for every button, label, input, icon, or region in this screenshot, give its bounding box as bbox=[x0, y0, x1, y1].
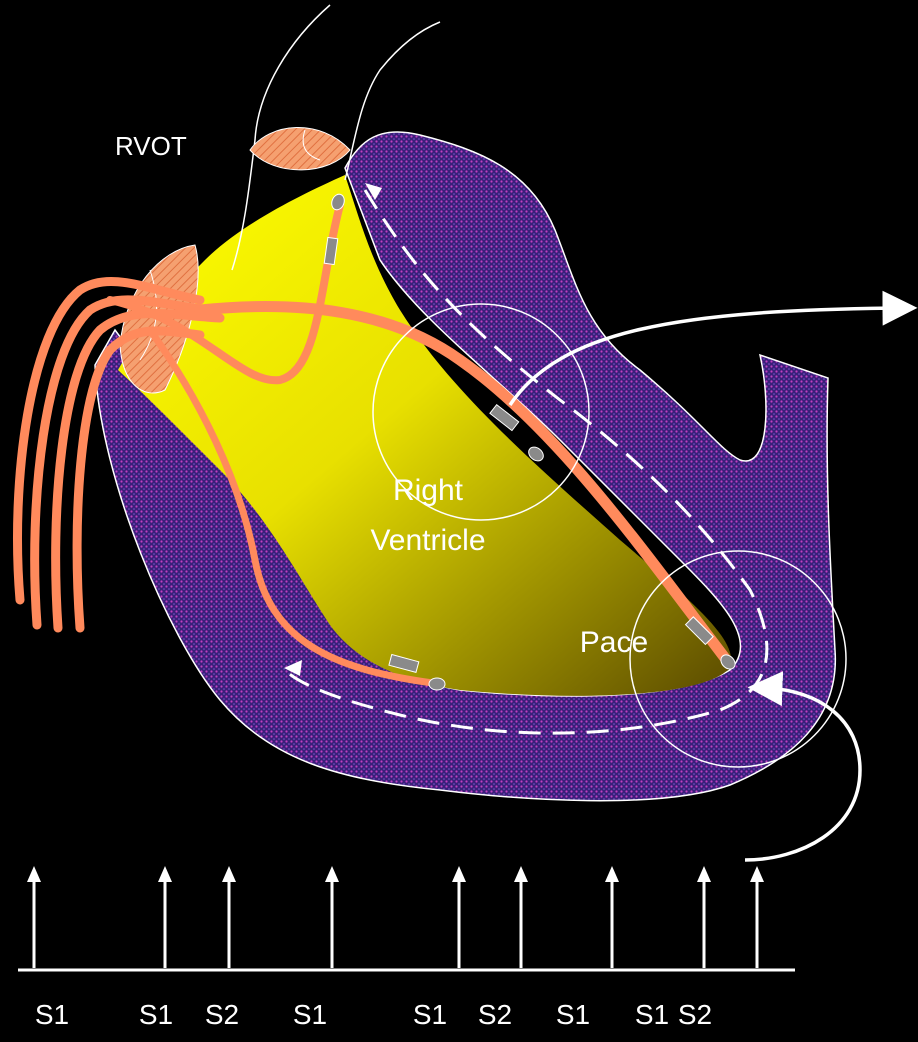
stimulus-train: S1 S1 S2 S1 S1 S2 S1 S1 S2 bbox=[27, 866, 764, 1030]
pulmonary-valve bbox=[250, 127, 350, 169]
stimulus-arrow-head-7 bbox=[605, 866, 619, 882]
stimulus-arrow-head-1 bbox=[27, 866, 41, 882]
stimulus-arrow-head-4 bbox=[325, 866, 339, 882]
stimulus-arrow-head-2 bbox=[158, 866, 172, 882]
rvot-label: RVOT bbox=[115, 131, 187, 161]
stimulus-label-4: S1 bbox=[293, 999, 327, 1030]
stimulus-label-9: S2 bbox=[678, 999, 712, 1030]
chamber-label-line2: Ventricle bbox=[370, 524, 485, 557]
stimulus-label-5: S1 bbox=[413, 999, 447, 1030]
stimulus-label-3: S2 bbox=[205, 999, 239, 1030]
pace-label: Pace bbox=[580, 626, 648, 659]
stimulus-arrow-head-8 bbox=[697, 866, 711, 882]
chamber-label-line1: Right bbox=[393, 474, 464, 507]
stimulus-label-2: S1 bbox=[139, 999, 173, 1030]
stimulus-arrow-head-9 bbox=[750, 866, 764, 882]
stimulus-arrow-head-3 bbox=[222, 866, 236, 882]
stimulus-arrow-head-6 bbox=[514, 866, 528, 882]
stimulus-arrow-head-5 bbox=[452, 866, 466, 882]
stimulus-label-1: S1 bbox=[35, 999, 69, 1030]
stimulus-label-7: S1 bbox=[556, 999, 590, 1030]
stimulus-label-8: S1 bbox=[635, 999, 669, 1030]
stimulus-label-6: S2 bbox=[478, 999, 512, 1030]
